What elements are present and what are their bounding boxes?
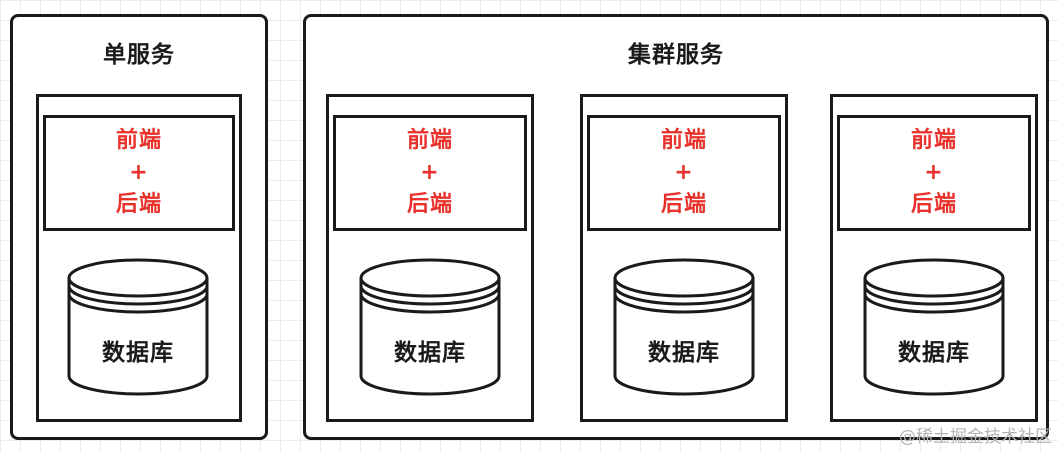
- frontend-backend-box: 前端 + 后端: [43, 115, 235, 231]
- frontend-label: 前端: [660, 128, 707, 153]
- backend-label: 后端: [910, 192, 957, 217]
- server-node: 前端 + 后端 数据库: [326, 94, 534, 422]
- database-cylinder: 数据库: [612, 258, 756, 398]
- backend-label: 后端: [115, 192, 162, 217]
- database-label: 数据库: [102, 340, 174, 366]
- group-title: 集群服务: [628, 42, 724, 68]
- frontend-backend-box: 前端 + 后端: [837, 115, 1031, 231]
- backend-label: 后端: [660, 192, 707, 217]
- database-icon: [613, 258, 755, 396]
- backend-label: 后端: [406, 192, 453, 217]
- frontend-backend-box: 前端 + 后端: [587, 115, 781, 231]
- frontend-label: 前端: [406, 128, 453, 153]
- plus-sign: +: [924, 160, 944, 185]
- plus-sign: +: [129, 160, 149, 185]
- database-label: 数据库: [898, 340, 970, 366]
- server-node: 前端 + 后端 数据库: [36, 94, 242, 422]
- server-node: 前端 + 后端 数据库: [830, 94, 1038, 422]
- database-cylinder: 数据库: [66, 258, 210, 398]
- frontend-label: 前端: [115, 128, 162, 153]
- database-icon: [67, 258, 209, 396]
- plus-sign: +: [674, 160, 694, 185]
- database-icon: [863, 258, 1005, 396]
- group-title: 单服务: [103, 42, 175, 68]
- plus-sign: +: [420, 160, 440, 185]
- frontend-label: 前端: [910, 128, 957, 153]
- database-label: 数据库: [394, 340, 466, 366]
- single-service-group: 单服务 前端 + 后端 数据库: [10, 14, 268, 440]
- database-cylinder: 数据库: [862, 258, 1006, 398]
- cluster-service-group: 集群服务 前端 + 后端 数据库 前端 + 后端: [303, 14, 1049, 440]
- database-label: 数据库: [648, 340, 720, 366]
- server-node: 前端 + 后端 数据库: [580, 94, 788, 422]
- database-cylinder: 数据库: [358, 258, 502, 398]
- database-icon: [359, 258, 501, 396]
- watermark: @稀土掘金技术社区: [899, 427, 1052, 447]
- frontend-backend-box: 前端 + 后端: [333, 115, 527, 231]
